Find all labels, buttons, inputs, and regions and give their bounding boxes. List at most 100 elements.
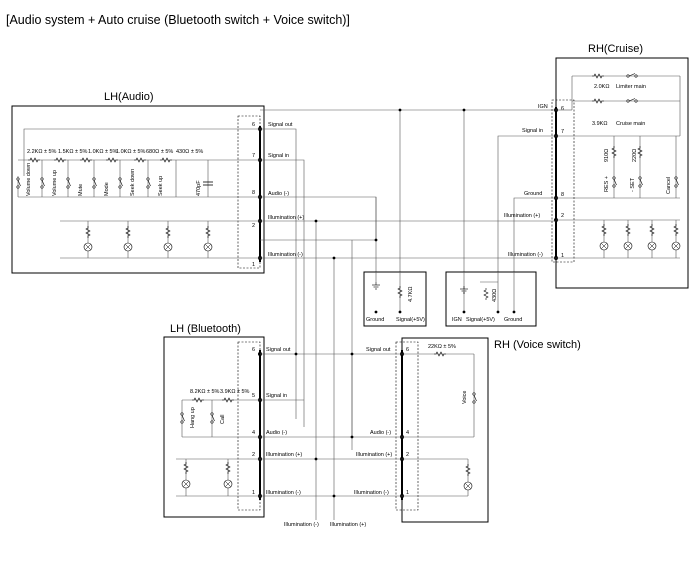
lh-bluetooth-box [163, 336, 265, 518]
junction-dot [398, 108, 402, 112]
terminal-dot [496, 310, 500, 314]
rh-voice-pin-num: 2 [406, 452, 409, 458]
resistor-icon [649, 223, 655, 237]
resistor-icon [85, 225, 91, 239]
rh-cruise-pin-num: 6 [561, 106, 564, 112]
lh-audio-pin-num: 8 [252, 190, 255, 196]
resistor-icon [601, 223, 607, 237]
switch-icon [92, 177, 97, 189]
junction-dot [350, 352, 354, 356]
rh-voice-pin-label: Illumination (-) [354, 490, 389, 496]
lh-bluetooth-pin-num: 2 [252, 452, 255, 458]
rh-cruise-pin-num: 7 [561, 129, 564, 135]
rh-voice-box [401, 337, 489, 523]
resistor-icon [133, 157, 147, 163]
switch-label: Volume down [26, 163, 32, 196]
resistor-icon [591, 73, 605, 79]
switch-label: Limiter main [616, 84, 646, 90]
lh-bluetooth-pin-label: Audio (-) [266, 430, 287, 436]
switch-label: Seek down [130, 169, 136, 196]
lamp-icon [123, 242, 133, 252]
resistor-label: 22KΩ ± 5% [428, 344, 456, 350]
rh-cruise-pin-label: Illumination (-) [508, 252, 543, 258]
junction-dot [314, 219, 318, 223]
switch-icon [40, 177, 45, 189]
resistor-icon [397, 285, 403, 299]
switch-icon [146, 177, 151, 189]
resistor-icon [165, 225, 171, 239]
junction-dot [294, 352, 298, 356]
switch-icon [180, 412, 185, 424]
block-title-rh-voice: RH (Voice switch) [494, 339, 581, 351]
capacitor-icon [203, 181, 213, 186]
lh-audio-pin-label: Signal in [268, 153, 289, 159]
rh-cruise-pin-num: 2 [561, 213, 564, 219]
switch-label: Call [220, 415, 226, 424]
resistor-icon [53, 157, 67, 163]
switch-label: Voice [462, 391, 468, 404]
resistor-label: 4.7KΩ [408, 287, 414, 302]
terminal-dot [512, 310, 516, 314]
lamp-icon [647, 241, 657, 251]
resistor-icon [433, 351, 447, 357]
switch-icon [210, 412, 215, 424]
junction-dot [462, 108, 466, 112]
terminal-label: Signal(+5V) [396, 317, 425, 323]
lh-audio-pin-num: 6 [252, 122, 255, 128]
lamp-icon [181, 479, 191, 489]
rh-cruise-connector [551, 99, 575, 263]
lh-bluetooth-wiring [176, 353, 296, 497]
switch-icon [16, 177, 21, 189]
resistor-icon [483, 287, 489, 301]
rh-voice-wiring [402, 353, 475, 497]
resistor-icon [221, 397, 235, 403]
rh-cruise-pin-label: Ground [524, 191, 542, 197]
lh-audio-pin-num: 2 [252, 223, 255, 229]
resistor-icon [159, 157, 173, 163]
switch-label: - SET [630, 177, 636, 192]
rh-voice-pin-num: 6 [406, 347, 409, 353]
junction-dot [350, 435, 354, 439]
resistor-icon [105, 157, 119, 163]
switch-label: Mode [104, 182, 110, 196]
resistor-icon [125, 225, 131, 239]
resistor-label: 220Ω [632, 149, 638, 162]
lh-bluetooth-pin-label: Illumination (+) [266, 452, 302, 458]
rh-cruise-pin-label: IGN [538, 104, 548, 110]
resistor-icon [191, 397, 205, 403]
resistor-icon [625, 223, 631, 237]
lh-audio-switch-ladder [17, 160, 209, 197]
resistor-label: 3.9KΩ [592, 121, 607, 127]
resistor-label: 910Ω [604, 149, 610, 162]
rh-cruise-pin-label: Signal in [522, 128, 543, 134]
rh-voice-pin-num: 1 [406, 490, 409, 496]
lh-bluetooth-pin-num: 1 [252, 490, 255, 496]
rh-cruise-pin-num: 8 [561, 192, 564, 198]
resistor-icon [205, 225, 211, 239]
resistor-label: 1.5KΩ ± 5% [58, 149, 88, 155]
lh-audio-connector [237, 115, 261, 269]
ground-icon [371, 281, 381, 290]
resistor-icon [465, 463, 471, 477]
terminal-dot [398, 310, 402, 314]
junction-dot [332, 494, 336, 498]
block-title-lh-audio: LH(Audio) [104, 91, 154, 103]
resistor-icon [27, 157, 41, 163]
terminal-label: Ground [366, 317, 384, 323]
rh-cruise-pin-label: Illumination (+) [504, 213, 540, 219]
lh-audio-pin-label: Audio (-) [268, 191, 289, 197]
resistor-icon [225, 461, 231, 475]
resistor-icon [591, 98, 605, 104]
resistor-icon [673, 223, 679, 237]
terminal-dot [374, 310, 378, 314]
switch-icon [674, 176, 679, 188]
resistor-label: 3.9KΩ ± 5% [220, 389, 250, 395]
rh-cruise-box [555, 57, 689, 289]
resistor-label: 8.2KΩ ± 5% [190, 389, 220, 395]
lh-bluetooth-pin-num: 5 [252, 393, 255, 399]
switch-label: Cruise main [616, 121, 645, 127]
rh-voice-pin-num: 4 [406, 430, 409, 436]
lh-bluetooth-pin-label: Signal out [266, 347, 291, 353]
terminal-dot [462, 310, 466, 314]
lh-bluetooth-pin-num: 4 [252, 430, 255, 436]
